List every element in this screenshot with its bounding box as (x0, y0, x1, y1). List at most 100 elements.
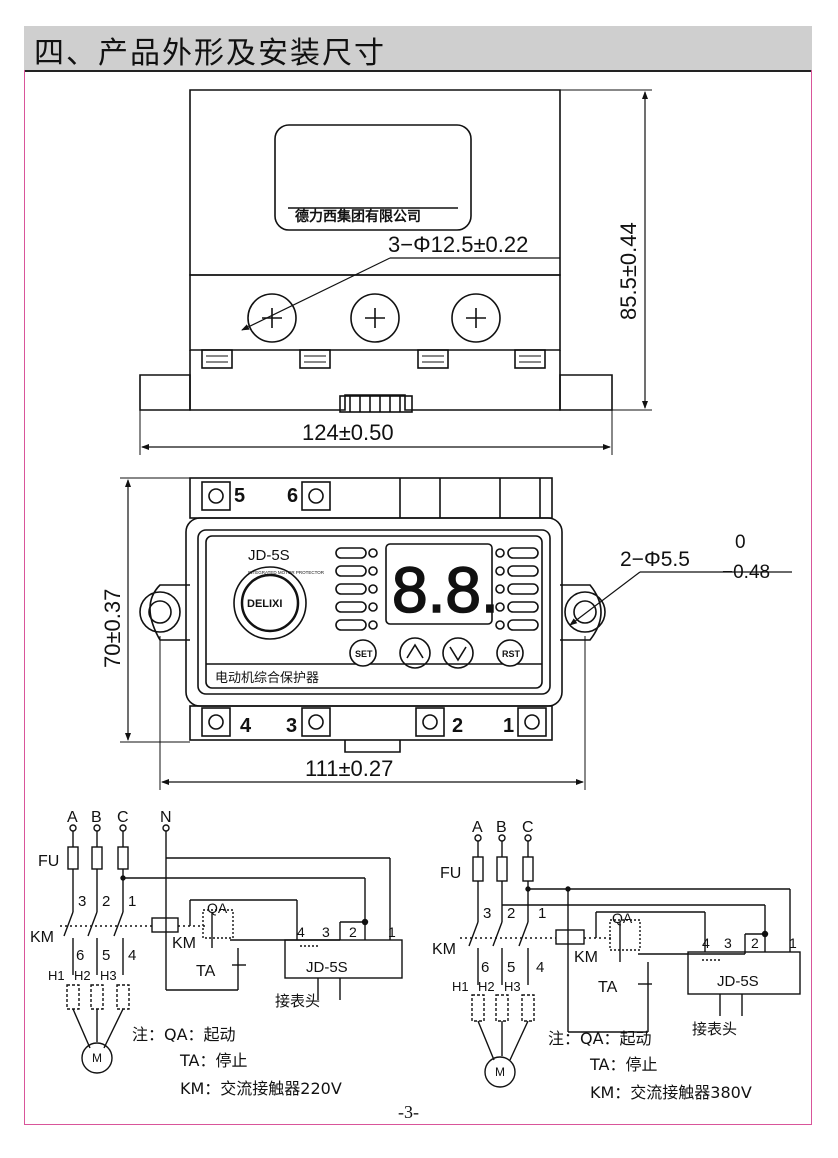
set-button (349, 639, 377, 667)
term-num: 4 (297, 924, 305, 940)
wire-num: 6 (76, 947, 84, 964)
terminal-block (514, 349, 546, 369)
terminal-label-1: 1 (503, 715, 514, 737)
model-label: JD-5S (248, 547, 290, 564)
fuse-label: FU (38, 853, 59, 870)
width-dimension-front: 111±0.27 (305, 756, 393, 781)
logo-ring-text: INTEGRATED MOTOR PROTECTOR (248, 570, 325, 575)
note-line-2: TA：停止 (179, 1051, 247, 1070)
neutral-n: N (160, 809, 172, 826)
phase-c: C (117, 809, 129, 826)
phase-a: A (472, 819, 483, 836)
mount-hole-left (139, 591, 181, 633)
terminal-label-2: 2 (452, 715, 463, 737)
contactor-label: KM (432, 941, 456, 958)
page-number: -3- (398, 1102, 419, 1122)
mount-hole-right (564, 591, 606, 633)
wire-num: 6 (481, 959, 489, 976)
height-dimension-top: 85.5±0.44 (616, 222, 641, 320)
down-button (442, 637, 474, 669)
motor-label: M (92, 1051, 102, 1065)
terminal-screw-6 (301, 481, 331, 511)
terminal-screw-3 (301, 707, 331, 737)
top-view (139, 89, 652, 455)
display-digits: 8.8. (392, 554, 499, 626)
display-window (274, 124, 472, 231)
term-num: 1 (789, 935, 797, 951)
ta-label: TA (598, 979, 618, 996)
wire-num: 4 (128, 947, 136, 964)
motor-label: M (495, 1065, 505, 1079)
section-title: 四、产品外形及安装尺寸 (34, 36, 386, 71)
note-line-1: 注：QA：起动 (132, 1025, 236, 1044)
height-dimension-front: 70±0.37 (100, 589, 125, 668)
bottom-terminal-strip (189, 705, 553, 741)
coil-label: KM (574, 949, 598, 966)
right-flange (559, 374, 613, 411)
hole-dimension-top: 3−Φ12.5±0.22 (388, 232, 528, 257)
phase-b: B (496, 819, 507, 836)
phase-c: C (522, 819, 534, 836)
note-line-3: KM：交流接触器220V (180, 1079, 342, 1098)
device-label: JD-5S (717, 973, 759, 990)
term-num: 3 (724, 935, 732, 951)
term-num: 2 (349, 924, 357, 940)
bottom-clip (339, 395, 413, 413)
phase-b: B (91, 809, 102, 826)
wire-num: 1 (128, 893, 136, 910)
terminal-screw-2 (415, 707, 445, 737)
wire-num: 3 (78, 893, 86, 910)
terminal-label-4: 4 (240, 715, 252, 737)
top-body-lower (189, 350, 561, 411)
meter-label: 接表头 (692, 1020, 737, 1038)
width-dimension-top: 124±0.50 (302, 420, 394, 445)
contactor-label: KM (30, 929, 54, 946)
rst-label: RST (502, 649, 521, 659)
hole-tol-upper: 0 (735, 532, 746, 553)
term-num: 2 (751, 935, 759, 951)
phase-a: A (67, 809, 78, 826)
wire-num: 3 (483, 905, 491, 922)
product-name: 电动机综合保护器 (215, 671, 319, 686)
section-header: 四、产品外形及安装尺寸 (24, 26, 812, 72)
heater-label: H1 (48, 968, 65, 983)
wire-num: 1 (538, 905, 546, 922)
screw-hole-2 (350, 293, 400, 343)
rst-button (496, 639, 524, 667)
device-label: JD-5S (306, 959, 348, 976)
terminal-block (201, 349, 233, 369)
page-frame (24, 70, 812, 1125)
seven-seg-display (385, 543, 493, 625)
note-line-3: KM：交流接触器380V (590, 1083, 752, 1102)
heater-label: H2 (478, 979, 495, 994)
screw-hole-3 (451, 293, 501, 343)
up-button (399, 637, 431, 669)
terminal-label-5: 5 (234, 485, 245, 507)
heater-label: H3 (100, 968, 117, 983)
delixi-logo: DELIXI (247, 598, 282, 610)
led-indicators-left (335, 547, 378, 631)
terminal-screw-4 (201, 707, 231, 737)
terminal-label-6: 6 (287, 485, 298, 507)
logo-ring (233, 566, 307, 640)
terminal-block (299, 349, 331, 369)
hole-dimension-front: 2−Φ5.5 (620, 548, 690, 571)
ta-label: TA (196, 963, 216, 980)
wire-num: 5 (507, 959, 515, 976)
front-view (120, 477, 792, 790)
led-indicators-right (495, 547, 539, 631)
heater-label: H3 (504, 979, 521, 994)
fuse-label: FU (440, 865, 461, 882)
screw-hole-1 (247, 293, 297, 343)
wiring-diagram-220v (60, 824, 403, 1074)
wire-num: 2 (507, 905, 515, 922)
wire-num: 2 (102, 893, 110, 910)
note-line-1: 注：QA：起动 (548, 1029, 652, 1048)
terminal-label-3: 3 (286, 715, 297, 737)
wire-num: 5 (102, 947, 110, 964)
term-num: 3 (322, 924, 330, 940)
brand-text: 德力西集团有限公司 (295, 208, 421, 225)
set-label: SET (355, 649, 373, 659)
qa-label: QA (207, 900, 228, 916)
